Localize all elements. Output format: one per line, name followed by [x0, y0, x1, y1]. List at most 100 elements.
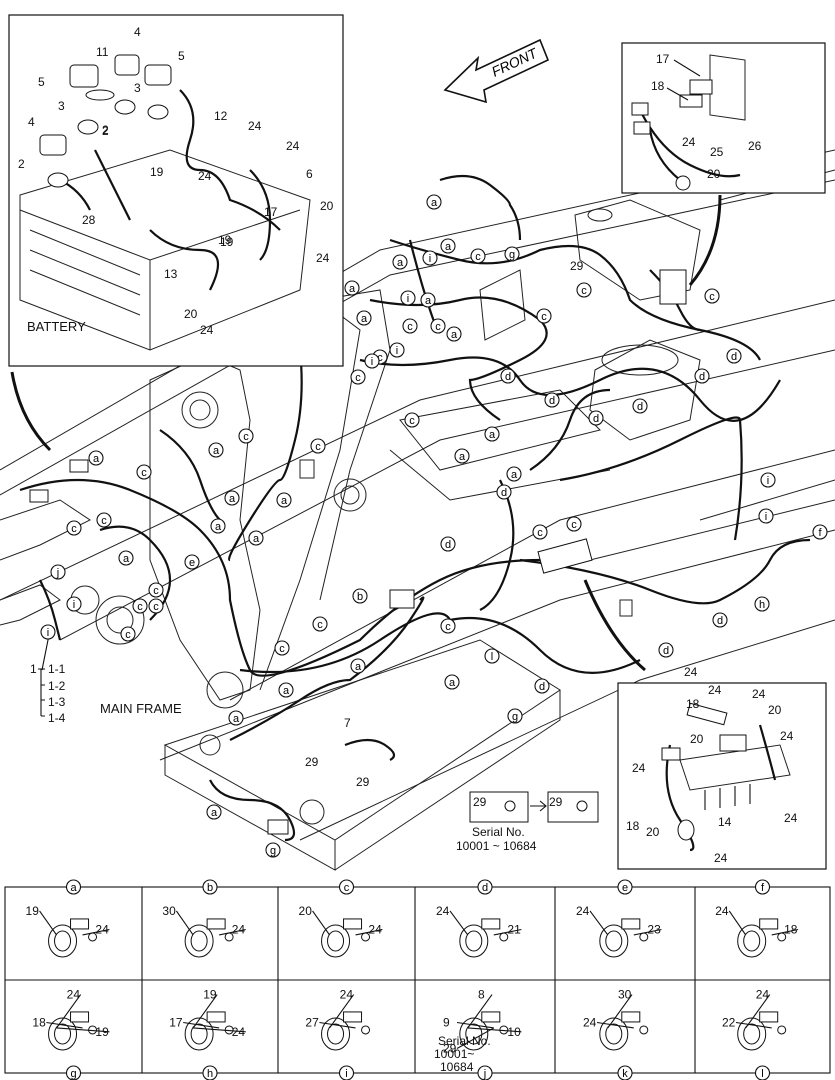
- lower-right-part-number: 18: [686, 697, 700, 711]
- battery-pointer: [10, 371, 52, 452]
- svg-text:a: a: [215, 521, 222, 533]
- clamp-callout-i: i: [400, 290, 416, 306]
- clamp-callout-a: a: [228, 710, 244, 726]
- battery-part-number: 5: [178, 49, 185, 63]
- detail-part-number: 21: [507, 923, 521, 937]
- lower-right-part-number: 24: [708, 683, 722, 697]
- clamp-callout-d: d: [534, 678, 550, 694]
- front-arrow: FRONT: [443, 38, 550, 104]
- clamp-callout-c: c: [536, 308, 552, 324]
- battery-part-number: 20: [184, 307, 198, 321]
- detail-part-number: 27: [305, 1016, 319, 1030]
- svg-text:g: g: [509, 249, 515, 261]
- svg-text:c: c: [317, 619, 323, 631]
- svg-text:b: b: [207, 882, 213, 894]
- serial-note-line1: Serial No.: [472, 825, 525, 839]
- svg-text:d: d: [717, 615, 723, 627]
- svg-text:a: a: [425, 295, 432, 307]
- svg-text:d: d: [482, 882, 488, 894]
- detail-part-number: 20: [299, 904, 313, 918]
- svg-text:c: c: [407, 321, 413, 333]
- battery-part-number: 3: [58, 99, 65, 113]
- detail-j-serial-note: 10684: [440, 1060, 474, 1074]
- svg-text:i: i: [73, 599, 75, 611]
- main-frame-label: MAIN FRAME: [100, 701, 182, 716]
- detail-part-number: 18: [784, 923, 798, 937]
- svg-text:d: d: [593, 413, 599, 425]
- svg-text:l: l: [491, 651, 493, 663]
- detail-box-label-a: a: [65, 879, 82, 895]
- battery-part-number: 2: [18, 157, 25, 171]
- detail-box-label-d: d: [477, 879, 493, 895]
- clamp-callout-c: c: [402, 318, 418, 334]
- clamp-callout-a: a: [440, 238, 456, 254]
- svg-text:d: d: [699, 371, 705, 383]
- detail-part-number: 24: [715, 904, 729, 918]
- svg-text:c: c: [153, 585, 159, 597]
- detail-part-number: 8: [478, 988, 485, 1002]
- battery-part-number: 19: [150, 165, 164, 179]
- leader-line: [771, 928, 799, 936]
- detail-part-number: 24: [67, 988, 81, 1002]
- battery-part-number: 19: [220, 235, 234, 249]
- clamp-callout-i: i: [758, 508, 774, 524]
- svg-text:c: c: [71, 523, 77, 535]
- battery-inset: BATTERY: [8, 14, 344, 367]
- svg-text:d: d: [637, 401, 643, 413]
- svg-text:i: i: [345, 1068, 347, 1080]
- svg-text:c: c: [279, 643, 285, 655]
- svg-text:a: a: [449, 677, 456, 689]
- clamp-callout-a: a: [278, 682, 294, 698]
- detail-part-number: 19: [26, 904, 40, 918]
- leader-line: [467, 994, 493, 1029]
- assembly-sub-2: 1-2: [48, 679, 66, 693]
- detail-box-label-k: k: [617, 1065, 633, 1080]
- svg-text:a: a: [283, 685, 290, 697]
- battery-part-number: 24: [198, 169, 212, 183]
- clamp-callout-d: d: [658, 642, 674, 658]
- detail-part-number: 30: [162, 904, 176, 918]
- svg-text:i: i: [767, 475, 769, 487]
- clamp-callout-d: d: [632, 398, 648, 414]
- upper-right-part-number: 26: [748, 139, 762, 153]
- clamp-callout-a: a: [444, 674, 460, 690]
- svg-text:l: l: [761, 1068, 763, 1080]
- detail-box-label-l: l: [754, 1065, 771, 1080]
- leader-line: [673, 59, 701, 77]
- detail-cells: a1924b3024c2024d2421e2423f2418g241819h19…: [26, 879, 799, 1080]
- svg-text:d: d: [501, 487, 507, 499]
- svg-text:a: a: [459, 451, 466, 463]
- clamp-callout-c: c: [148, 598, 164, 614]
- clamp-callout-c: c: [430, 318, 446, 334]
- detail-part-number: 9: [443, 1016, 450, 1030]
- clamp-callout-i: i: [389, 342, 405, 358]
- upper-right-part-number: 20: [707, 167, 721, 181]
- clamp-callout-i: i: [422, 250, 438, 266]
- upper-right-inset: [621, 42, 826, 194]
- detail-part-number: 24: [756, 988, 770, 1002]
- svg-text:a: a: [397, 257, 404, 269]
- lower-right-part-number: 20: [768, 703, 782, 717]
- main-part-number: 29: [356, 775, 370, 789]
- clamp-drawing-k: [599, 1011, 649, 1051]
- clamp-callout-c: c: [470, 248, 486, 264]
- detail-part-number: 24: [95, 923, 109, 937]
- serial-note: Serial No. 10001 ~ 10684: [456, 791, 599, 853]
- clamp-callout-c: c: [576, 282, 592, 298]
- svg-text:c: c: [409, 415, 415, 427]
- detail-part-number: 24: [576, 904, 590, 918]
- clamp-callout-c: c: [120, 626, 136, 642]
- clamp-callout-b: b: [352, 588, 368, 604]
- lower-right-part-number: 18: [626, 819, 640, 833]
- detail-part-number: 17: [169, 1016, 183, 1030]
- serial-note-line2: 10001 ~ 10684: [456, 839, 537, 853]
- upper-right-part-number: 25: [710, 145, 724, 159]
- leader-line: [745, 994, 771, 1029]
- svg-text:c: c: [541, 311, 547, 323]
- leader-line: [193, 1027, 246, 1033]
- detail-part-number: 24: [583, 1016, 597, 1030]
- lower-right-pointer: [583, 579, 646, 672]
- lower-right-part-number: 24: [784, 811, 798, 825]
- clamp-callout-c: c: [350, 369, 366, 385]
- clamp-callout-c: c: [566, 516, 582, 532]
